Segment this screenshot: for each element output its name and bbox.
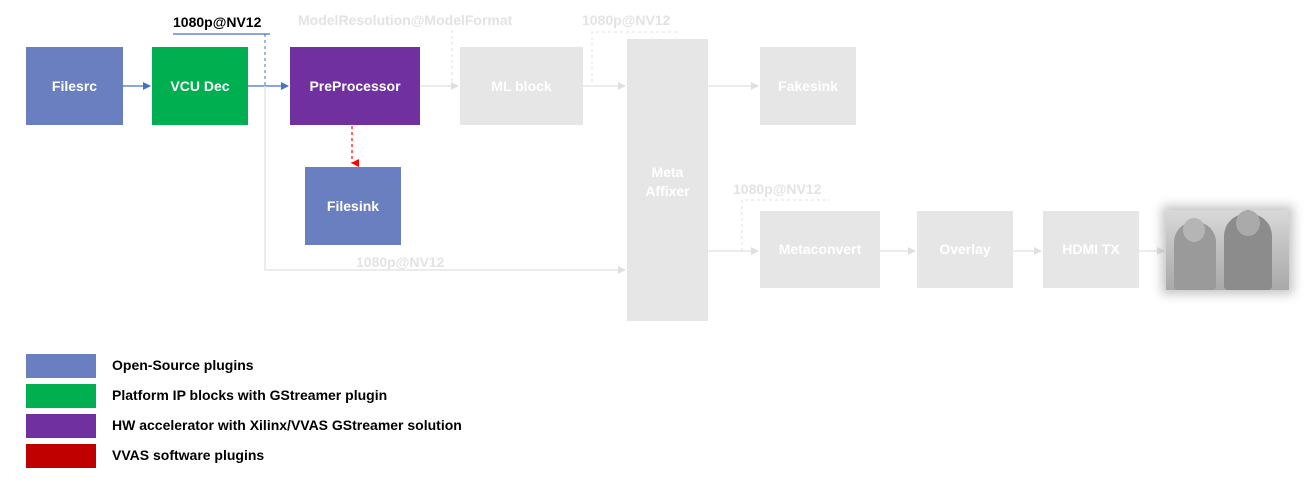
meta-affixer-label-line1: Meta	[651, 164, 684, 180]
decoder-output-format-label: 1080p@NV12	[173, 14, 262, 30]
label-leader-ml-output	[591, 31, 680, 82]
legend-label-platform-ip: Platform IP blocks with GStreamer plugin	[112, 387, 388, 403]
preprocessor-label: PreProcessor	[309, 77, 401, 94]
filesrc-block: Filesrc	[26, 47, 123, 125]
ml-block: ML block	[460, 47, 583, 125]
fakesink-block: Fakesink	[760, 47, 856, 125]
vcu-dec-block: VCU Dec	[152, 47, 248, 125]
arrow-bypass-path	[264, 86, 626, 274]
fakesink-label: Fakesink	[778, 77, 838, 94]
hdmi-tx-label: HDMI TX	[1062, 241, 1120, 257]
legend-swatch-hw-accelerator	[26, 414, 96, 438]
vcu-dec-label: VCU Dec	[170, 77, 230, 94]
ml-output-format-label: 1080p@NV12	[582, 12, 671, 28]
hdmi-tx-block: HDMI TX	[1043, 211, 1139, 288]
overlay-label: Overlay	[939, 241, 991, 257]
metaconvert-block: Metaconvert	[760, 211, 880, 288]
bypass-format-label: 1080p@NV12	[356, 254, 445, 270]
filesink-label: Filesink	[326, 197, 380, 214]
meta-affixer-label-line2: Affixer	[645, 183, 690, 199]
meta-affixer-block: Meta Affixer	[627, 39, 708, 321]
model-format-label: ModelResolution@ModelFormat	[298, 12, 513, 28]
metaconvert-input-format-label: 1080p@NV12	[733, 181, 822, 197]
output-video-thumbnail	[1166, 210, 1289, 290]
filesrc-label: Filesrc	[51, 77, 98, 94]
label-leader-metaconvert-input	[741, 199, 830, 251]
player-head-right	[1236, 210, 1260, 236]
overlay-block: Overlay	[917, 211, 1013, 288]
ml-block-label: ML block	[491, 77, 552, 94]
player-head-left	[1183, 218, 1205, 242]
legend-label-open-source: Open-Source plugins	[112, 357, 254, 373]
legend-swatch-open-source	[26, 354, 96, 378]
legend-swatch-platform-ip	[26, 384, 96, 408]
filesink-block: Filesink	[305, 167, 401, 245]
metaconvert-label: Metaconvert	[778, 241, 862, 257]
legend-swatch-software-plugins	[26, 444, 96, 468]
preprocessor-block: PreProcessor	[290, 47, 420, 125]
legend-label-hw-accelerator: HW accelerator with Xilinx/VVAS GStreame…	[112, 417, 462, 433]
legend-label-software-plugins: VVAS software plugins	[112, 447, 265, 463]
